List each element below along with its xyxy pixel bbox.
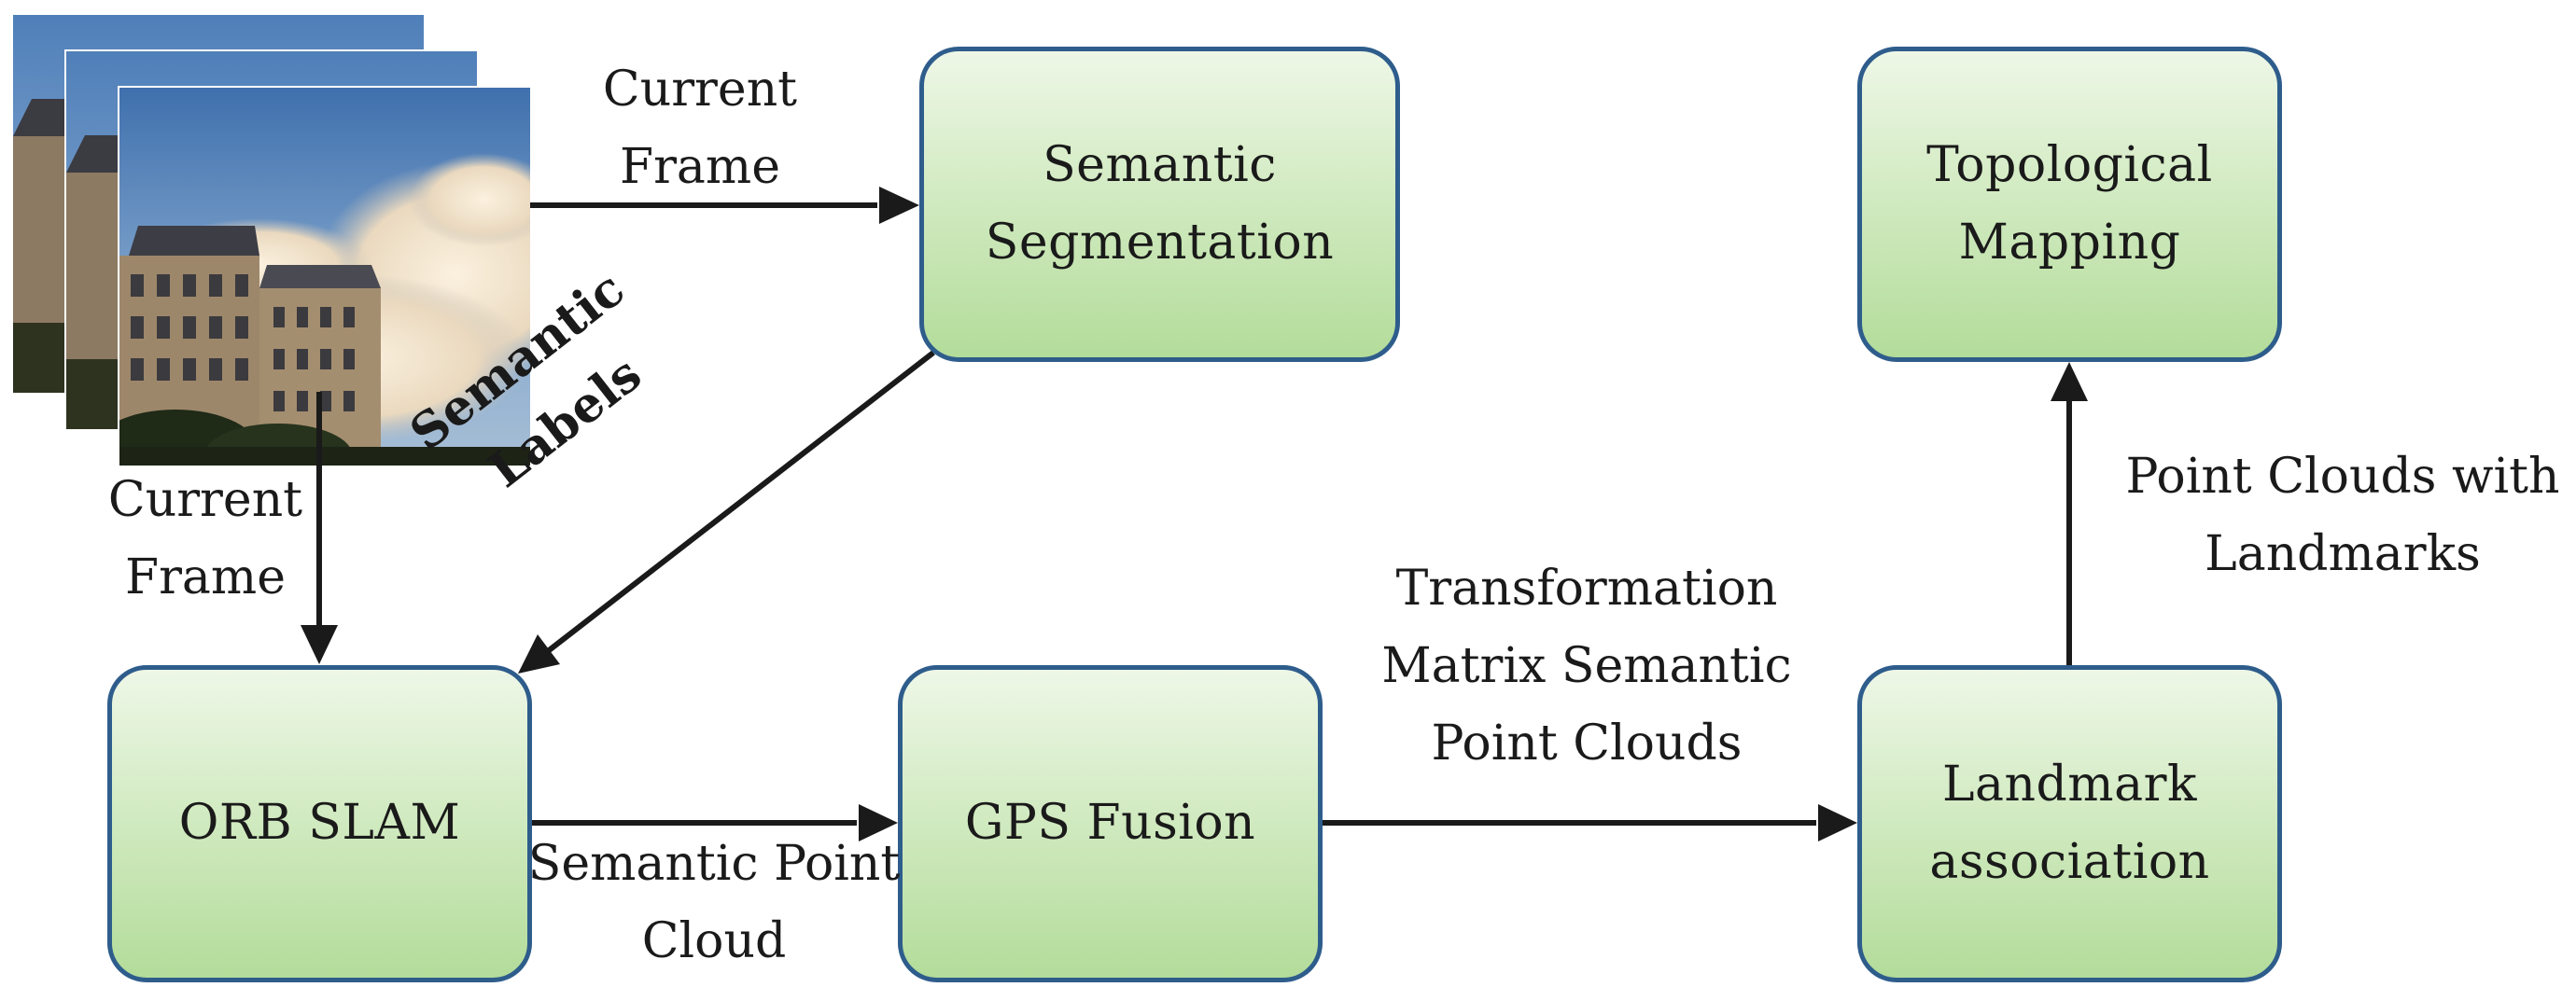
edge-label-line: Transformation (1395, 561, 1778, 617)
arrow-gps-to-landmark-head (1818, 804, 1857, 841)
node-label: Semantic (1043, 136, 1277, 193)
node-landmark-association[interactable]: Landmark association (1857, 665, 2282, 982)
node-label: Landmark (1941, 756, 2197, 813)
edge-label-line: Point Clouds with (2125, 449, 2560, 505)
edge-label-line: Point Clouds (1431, 716, 1743, 772)
node-label: Topological (1926, 136, 2213, 193)
edge-label-line: Matrix Semantic (1381, 638, 1792, 695)
node-label: GPS Fusion (964, 795, 1256, 852)
edge-label-line: Current (107, 472, 303, 528)
node-orb-slam[interactable]: ORB SLAM (107, 665, 532, 982)
node-label: ORB SLAM (178, 795, 461, 852)
edge-label-current-frame-left: Current Frame (56, 462, 355, 617)
input-frame-photo-front (118, 86, 532, 467)
node-label: Segmentation (985, 215, 1335, 271)
edge-label-line: Current (602, 62, 798, 118)
arrow-segmentation-to-orb-head (518, 634, 560, 674)
arrow-landmark-to-topological-head (2051, 362, 2088, 401)
edge-label-line: Landmarks (2205, 526, 2481, 583)
edge-label-line: Frame (619, 139, 781, 196)
node-gps-fusion[interactable]: GPS Fusion (898, 665, 1323, 982)
edge-label-current-frame-top: Current Frame (560, 51, 840, 206)
arrow-frames-to-orb-head (301, 625, 338, 664)
edge-label-line: Frame (124, 549, 287, 606)
node-label: association (1929, 834, 2210, 890)
node-label: Mapping (1958, 215, 2181, 271)
edge-label-transformation-matrix: Transformation Matrix Semantic Point Clo… (1344, 550, 1829, 784)
node-topological-mapping[interactable]: Topological Mapping (1857, 47, 2282, 362)
edge-label-point-clouds-with-landmarks: Point Clouds with Landmarks (2109, 438, 2576, 593)
arrow-frames-to-segmentation-head (879, 187, 919, 224)
edge-label-semantic-point-cloud: Semantic Point Cloud (523, 826, 905, 980)
node-semantic-segmentation[interactable]: Semantic Segmentation (919, 47, 1400, 362)
edge-label-line: Semantic Point (527, 836, 901, 892)
edge-label-line: Cloud (641, 913, 787, 970)
